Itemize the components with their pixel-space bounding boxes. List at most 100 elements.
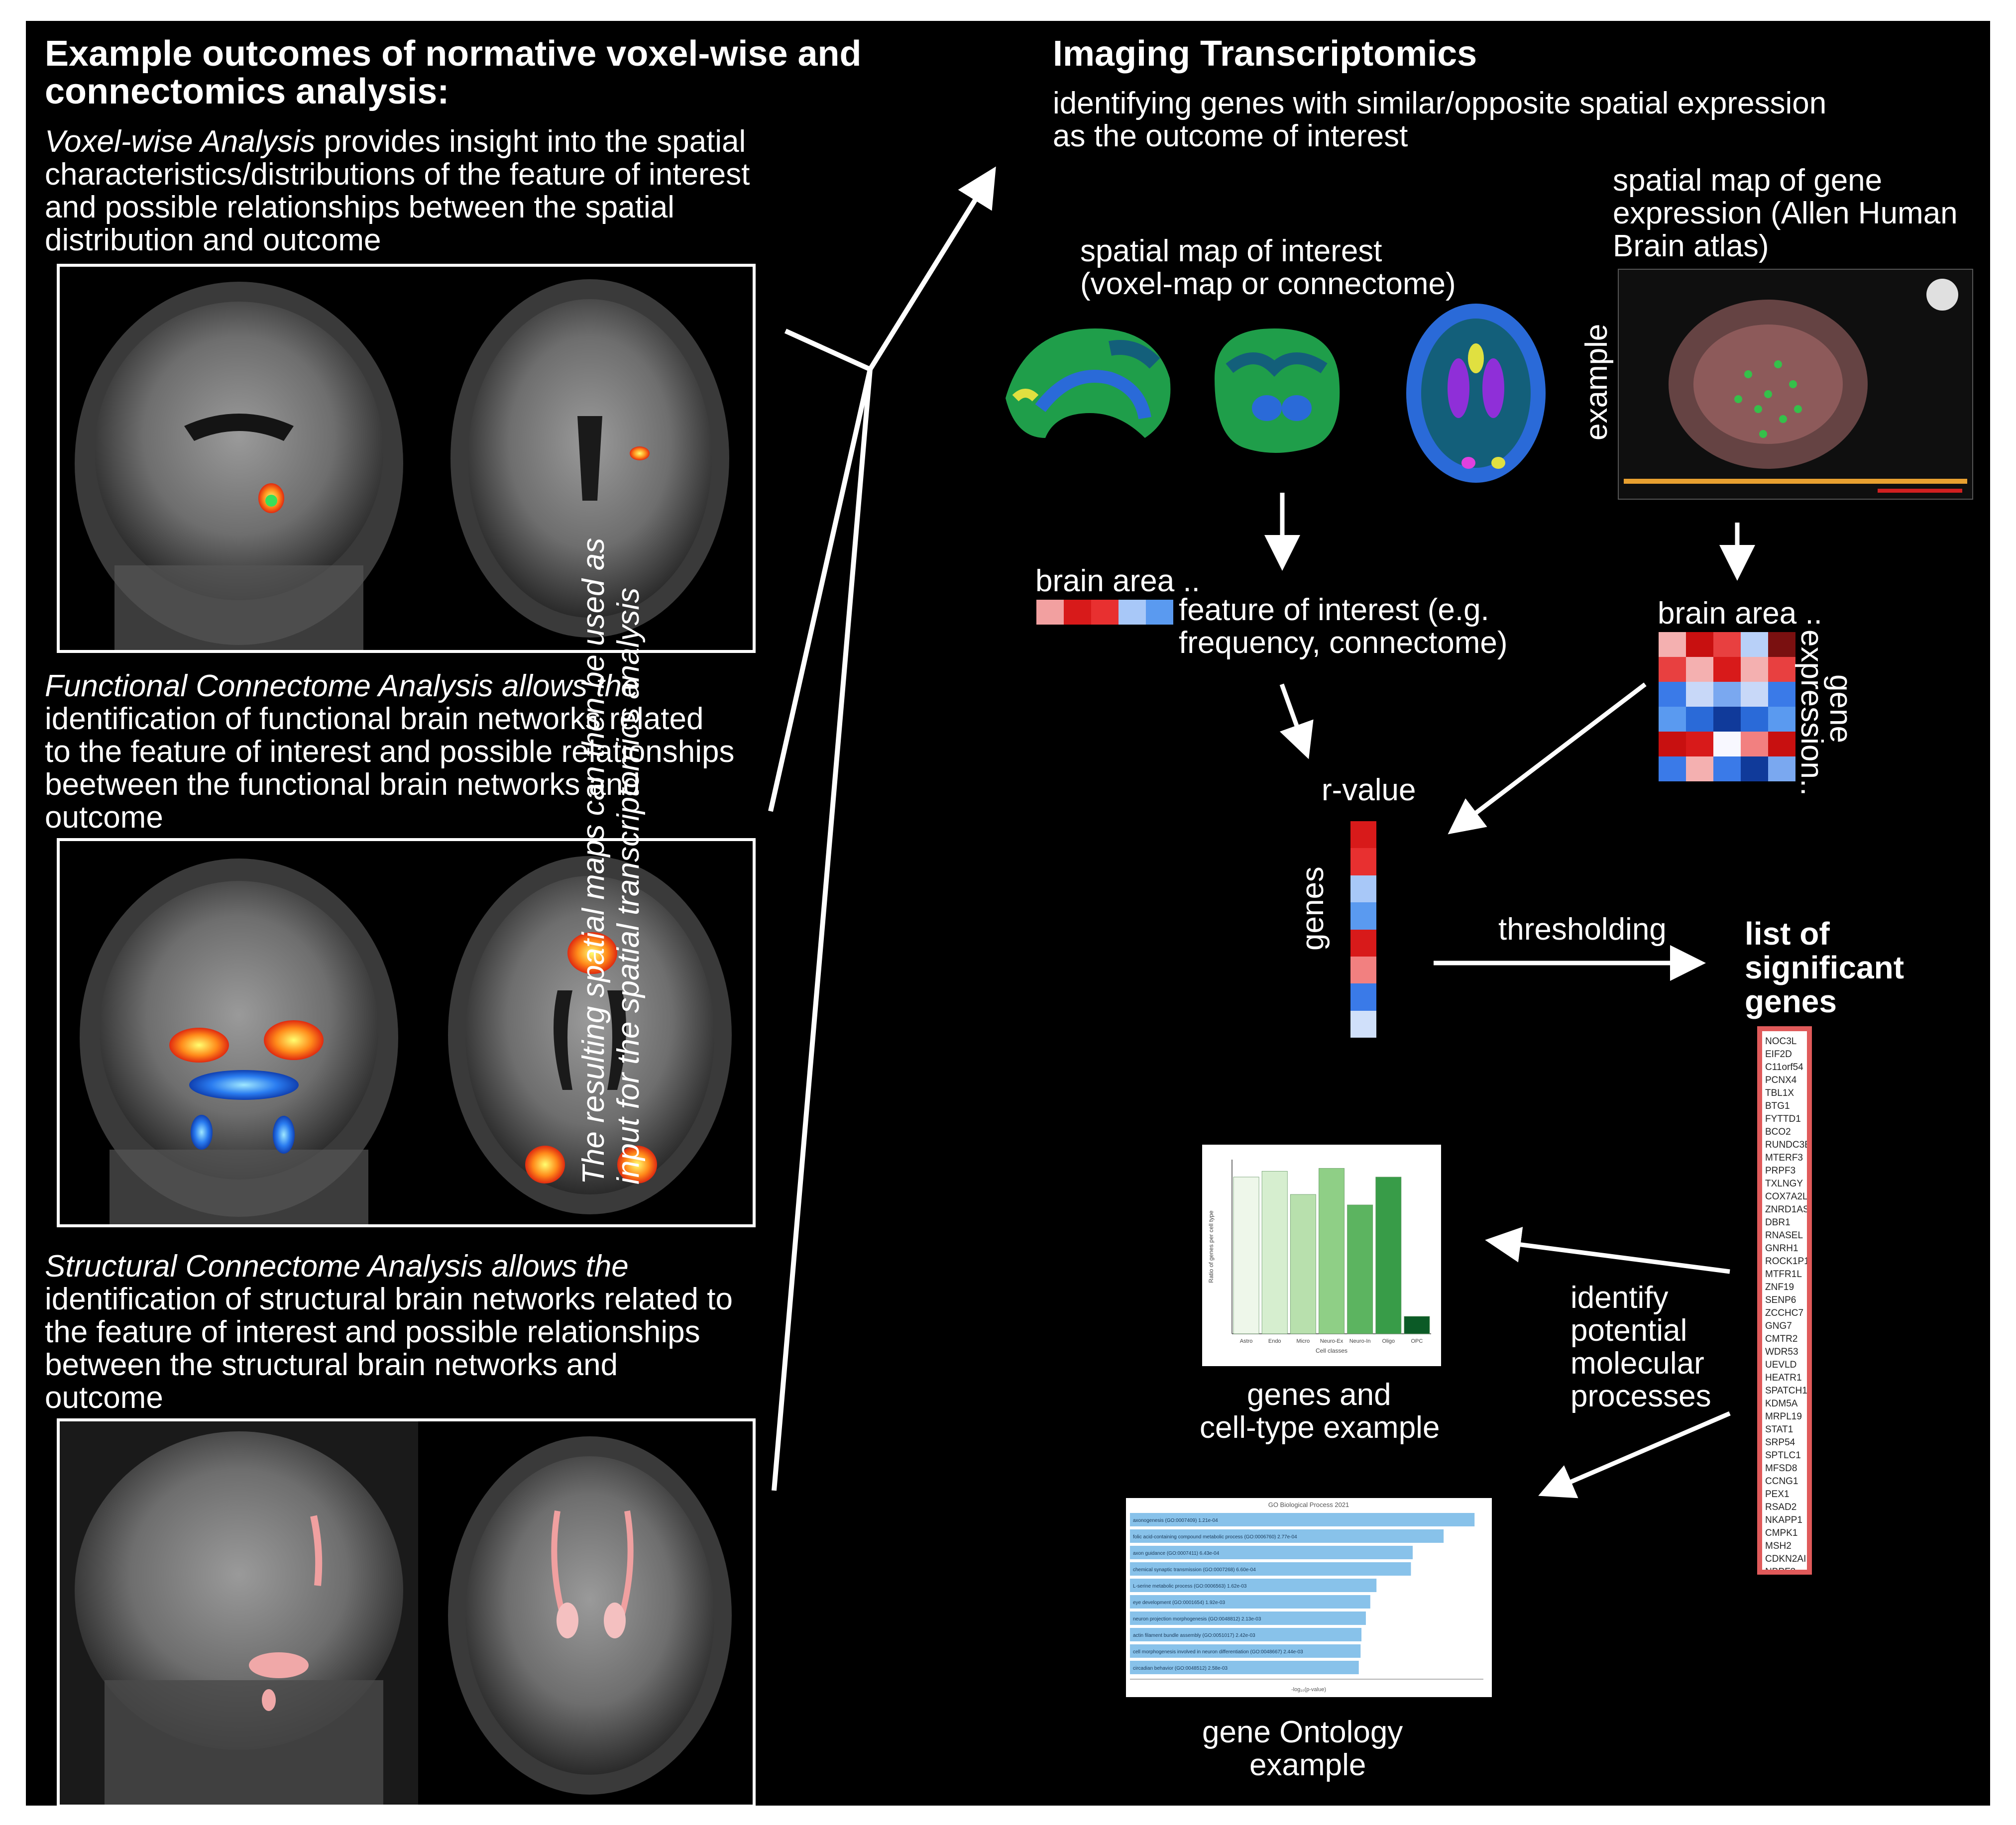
- gene-list-item: GNRH1: [1765, 1243, 1798, 1254]
- significant-line-1: list of: [1745, 916, 1830, 952]
- gene-list-item: CMPK1: [1765, 1528, 1798, 1538]
- ontology-bar: [1130, 1529, 1444, 1543]
- gene-list-item: RNASEL: [1765, 1230, 1803, 1241]
- significant-line-2: significant: [1745, 950, 1904, 985]
- func-coronal-brain: [100, 881, 378, 1180]
- structural-analysis-title: Structural Connectome Analysis allows th…: [45, 1249, 629, 1284]
- gene-list-item: RUNDC3B: [1765, 1140, 1811, 1150]
- celltype-x-label: Cell classes: [1316, 1347, 1347, 1354]
- ontology-bar: [1130, 1628, 1362, 1641]
- feature-cell: [1119, 600, 1146, 625]
- r-value-column: [1350, 821, 1376, 1038]
- gene-list-item: RSAD2: [1765, 1502, 1797, 1512]
- r-value-cell: [1350, 956, 1376, 984]
- functional-hot-occipital-left: [525, 1146, 565, 1183]
- functional-description-line-4: outcome: [45, 800, 163, 835]
- feature-cell: [1091, 600, 1119, 625]
- map-gene-line-3: Brain atlas): [1613, 229, 1769, 263]
- atlas-sagittal: [1006, 328, 1171, 438]
- celltype-tick-label: Endo: [1268, 1338, 1281, 1344]
- celltype-bar: [1375, 1177, 1402, 1334]
- ontology-title: GO Biological Process 2021: [1268, 1501, 1349, 1508]
- celltype-label-line-2: cell-type example: [1200, 1410, 1440, 1445]
- struct-axial-brain: [465, 1456, 714, 1775]
- gene-list-item: CMTR2: [1765, 1334, 1798, 1344]
- voxel-wise-image-frame: [57, 264, 756, 653]
- r-value-label: r-value: [1322, 773, 1416, 807]
- coronal-brain: [95, 302, 383, 600]
- gene-list-item: BTG1: [1765, 1101, 1790, 1111]
- gene-list-item: WDR53: [1765, 1347, 1798, 1357]
- structural-connectome-image-frame: [57, 1418, 756, 1808]
- map-interest-line-1: spatial map of interest: [1080, 234, 1382, 268]
- gene-list-item: ZNF19: [1765, 1282, 1794, 1292]
- func-axial-ventricle-right: [607, 990, 626, 1090]
- voxel-description-line-4: distribution and outcome: [45, 223, 381, 257]
- functional-brain-images: [80, 856, 732, 1224]
- ontology-bar: [1130, 1644, 1361, 1658]
- identify-line-3: molecular: [1570, 1346, 1704, 1381]
- gene-list-item: C11orf54: [1765, 1062, 1803, 1073]
- structural-tract-center: [249, 1652, 309, 1678]
- gene-list-item: KDM5A: [1765, 1398, 1798, 1409]
- thresholding-label: thresholding: [1498, 912, 1667, 947]
- voxel-description-line-2: characteristics/distributions of the fea…: [45, 157, 750, 192]
- feature-cell: [1064, 600, 1091, 625]
- r-value-cell: [1350, 983, 1376, 1011]
- structural-tract-axial-node-left: [557, 1603, 578, 1638]
- gene-list-item: PEX1: [1765, 1489, 1790, 1500]
- r-value-cell: [1350, 848, 1376, 875]
- voxel-wise-brain-images: [75, 279, 729, 650]
- gene-list-item: SPATCH11: [1765, 1386, 1812, 1396]
- voxel-description-line-1: Voxel-wise Analysis provides insight int…: [45, 125, 746, 158]
- gene-list-item: PCNX4: [1765, 1075, 1797, 1085]
- left-heading-line-2: connectomics analysis:: [45, 72, 449, 111]
- celltype-tick-label: Neuro-Ex: [1320, 1338, 1344, 1344]
- ontology-bar: [1130, 1611, 1366, 1625]
- gene-list-item: EIF2D: [1765, 1049, 1792, 1060]
- celltype-bar: [1290, 1194, 1316, 1334]
- ontology-bar: [1130, 1562, 1411, 1576]
- structural-tract-coronal: [310, 1515, 323, 1586]
- struct-coronal-brain: [75, 1431, 403, 1750]
- r-value-cell: [1350, 902, 1376, 930]
- celltype-bar: [1261, 1171, 1288, 1334]
- ontology-bar: [1130, 1661, 1359, 1674]
- allen-atlas-image: [1624, 279, 1967, 493]
- r-value-cell: [1350, 821, 1376, 849]
- structural-description-line-2: the feature of interest and possible rel…: [45, 1315, 700, 1349]
- celltype-bar: [1347, 1204, 1373, 1334]
- gene-list-item: MFSD8: [1765, 1463, 1797, 1474]
- coronal-ventricles: [184, 414, 294, 441]
- gene-list-item: BCO2: [1765, 1127, 1791, 1137]
- gene-list-item: SENP6: [1765, 1295, 1796, 1305]
- gene-list-item: SPTLC1: [1765, 1450, 1801, 1461]
- gene-list-item: UEVLD: [1765, 1360, 1797, 1370]
- gene-list-item: COX7A2L: [1765, 1191, 1808, 1202]
- gene-list-item: NBPF3: [1765, 1567, 1796, 1575]
- gene-list-item: HEATR1: [1765, 1373, 1802, 1383]
- gene-list-item: NOC3L: [1765, 1036, 1797, 1047]
- map-interest-line-2: (voxel-map or connectome): [1080, 267, 1456, 301]
- identify-line-2: potential: [1570, 1313, 1687, 1348]
- structural-tract-stem: [262, 1689, 276, 1711]
- ontology-bar-label: folic acid-containing compound metabolic…: [1133, 1534, 1297, 1540]
- functional-cold-right: [273, 1116, 295, 1154]
- func-axial-brain: [465, 876, 714, 1194]
- celltype-bar: [1319, 1168, 1344, 1334]
- r-value-cell: [1350, 875, 1376, 903]
- gene-list-item: MTFR1L: [1765, 1269, 1802, 1280]
- voxel-description-line-3: and possible relationships between the s…: [45, 190, 674, 224]
- brain-area-right-label: brain area ..: [1658, 596, 1822, 631]
- functional-cold-center: [189, 1070, 299, 1100]
- feature-heat-row: [1036, 600, 1173, 625]
- transcriptomics-heading: Imaging Transcriptomics: [1053, 34, 1477, 74]
- celltype-y-label: Ratio of genes per cell type: [1208, 1210, 1215, 1283]
- significant-line-3: genes: [1745, 983, 1837, 1019]
- ontology-x-label: -log₁₀(p-value): [1291, 1687, 1326, 1693]
- celltype-bar: [1233, 1177, 1259, 1334]
- coronal-lower-region: [114, 565, 363, 650]
- gene-list-item: GNG7: [1765, 1321, 1792, 1331]
